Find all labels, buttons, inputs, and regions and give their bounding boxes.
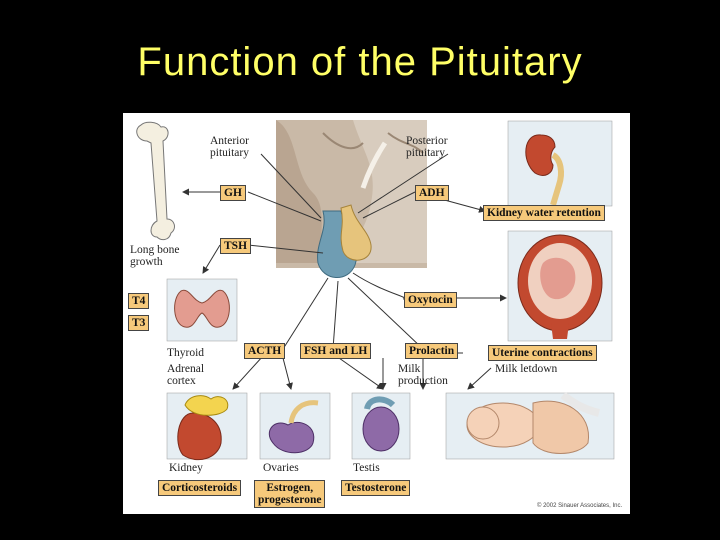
ovaries-image	[259, 392, 331, 460]
fsh-lh-hormone-box: FSH and LH	[300, 343, 372, 359]
testosterone-box: Testosterone	[341, 480, 411, 496]
long-bone-growth-label: Long bone growth	[130, 244, 180, 268]
tsh-hormone-box: TSH	[220, 238, 252, 254]
uterus-image	[507, 230, 613, 342]
estrogen-progesterone-box: Estrogen, progesterone	[254, 480, 326, 508]
acth-hormone-box: ACTH	[244, 343, 286, 359]
kidney-image	[507, 120, 613, 207]
arrows	[182, 153, 507, 390]
kidney-water-retention-box: Kidney water retention	[483, 205, 605, 221]
uterine-contractions-box: Uterine contractions	[488, 345, 597, 361]
t4-hormone-box: T4	[128, 293, 150, 309]
estrogen-text: Estrogen,	[266, 482, 314, 494]
testis-label: Testis	[353, 462, 380, 474]
adh-hormone-box: ADH	[415, 185, 449, 201]
progesterone-text: progesterone	[258, 494, 322, 506]
breastfeeding-image	[445, 391, 615, 460]
copyright-notice: © 2002 Sinauer Associates, Inc.	[537, 503, 623, 509]
posterior-pituitary-lobe	[340, 204, 372, 261]
testis-image	[351, 392, 411, 460]
pituitary-illustration	[136, 120, 615, 461]
milk-letdown-label: Milk letdown	[495, 363, 558, 375]
posterior-pituitary-label: Posterior pituitary	[406, 135, 448, 159]
page-title: Function of the Pituitary	[137, 40, 583, 84]
anterior-pituitary-label: Anterior pituitary	[210, 135, 249, 159]
adrenal-cortex-label: Adrenal cortex	[167, 363, 205, 387]
prolactin-hormone-box: Prolactin	[405, 343, 459, 359]
oxytocin-hormone-box: Oxytocin	[404, 292, 457, 308]
long-bone-image	[136, 121, 175, 241]
kidney-label: Kidney	[169, 462, 203, 474]
brain-section	[276, 120, 427, 268]
diagram-panel: Anterior pituitary Posterior pituitary L…	[123, 113, 630, 514]
ovaries-label: Ovaries	[263, 462, 299, 474]
thyroid-image	[166, 278, 238, 342]
gh-hormone-box: GH	[220, 185, 246, 201]
corticosteroids-box: Corticosteroids	[158, 480, 242, 496]
adrenal-kidney-image	[166, 392, 248, 461]
t3-hormone-box: T3	[128, 315, 150, 331]
thyroid-label: Thyroid	[167, 347, 205, 359]
milk-production-label: Milk production	[398, 363, 448, 387]
